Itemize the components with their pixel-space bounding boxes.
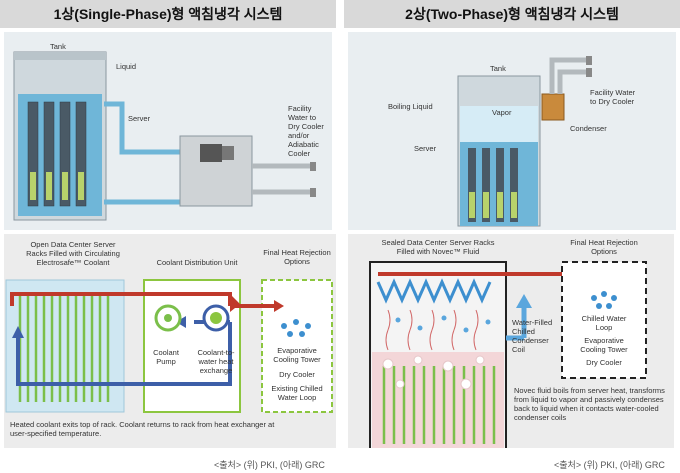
coolant-pump-label: Coolant Pump — [153, 348, 179, 366]
server-label: Server — [414, 144, 437, 153]
liquid-label: Liquid — [116, 62, 137, 71]
boiling-liquid-label: Boiling Liquid — [388, 102, 433, 111]
two-phase-panel: 2상(Two-Phase)형 액침냉각 시스템 — [344, 0, 680, 473]
single-phase-title: 1상(Single-Phase)형 액침냉각 시스템 — [0, 0, 336, 28]
condenser-label: Condenser — [570, 124, 607, 133]
two-phase-source: <출처> (위) PKI, (아래) GRC — [554, 460, 665, 470]
single-phase-panel: 1상(Single-Phase)형 액침냉각 시스템 — [0, 0, 336, 473]
two-phase-tank-illustration: Tank Vapor Boiling Liquid Server Condens… — [348, 32, 676, 230]
single-phase-flow-diagram: Open Data Center Server Racks Filled wit… — [4, 234, 336, 448]
racks-label: Open Data Center Server Racks Filled wit… — [26, 240, 120, 267]
vapor-label: Vapor — [492, 108, 512, 117]
cdu-label: Coolant Distribution Unit — [156, 258, 238, 267]
two-phase-caption: Novec fluid boils from server heat, tran… — [514, 386, 665, 422]
single-phase-caption: Heated coolant exits top of rack. Coolan… — [10, 420, 275, 438]
final-heat-label: Final Heat Rejection Options — [263, 248, 331, 266]
facility-water-label: Facility Water to Dry Cooler and/or Adia… — [288, 104, 324, 158]
single-phase-tank-illustration: Tank Liquid Server Facility Water to Dry… — [4, 32, 332, 230]
facility-water-label: Facility Water to Dry Cooler — [590, 88, 636, 106]
racks-label: Sealed Data Center Server Racks Filled w… — [381, 238, 495, 256]
dry-cooler-label: Dry Cooler — [279, 370, 315, 379]
chilled-water-label: Existing Chilled Water Loop — [271, 384, 323, 402]
heat-exchange-label: Coolant-to- water heat exchange — [197, 348, 235, 375]
tank-label: Tank — [490, 64, 506, 73]
evaporative-tower-label: Evaporative Cooling Tower — [273, 346, 321, 364]
final-heat-label: Final Heat Rejection Options — [570, 238, 638, 256]
evaporative-tower-label: Evaporative Cooling Tower — [580, 336, 628, 354]
two-phase-title: 2상(Two-Phase)형 액침냉각 시스템 — [344, 0, 680, 28]
condenser-coil-label: Water-Filled Chilled Condenser Coil — [512, 318, 553, 354]
two-phase-flow-diagram: Sealed Data Center Server Racks Filled w… — [348, 234, 674, 448]
single-phase-source: <출처> (위) PKI, (아래) GRC — [214, 460, 325, 470]
chilled-water-label: Chilled Water Loop — [581, 314, 627, 332]
server-label: Server — [128, 114, 151, 123]
dry-cooler-label: Dry Cooler — [586, 358, 622, 367]
tank-label: Tank — [50, 42, 66, 51]
